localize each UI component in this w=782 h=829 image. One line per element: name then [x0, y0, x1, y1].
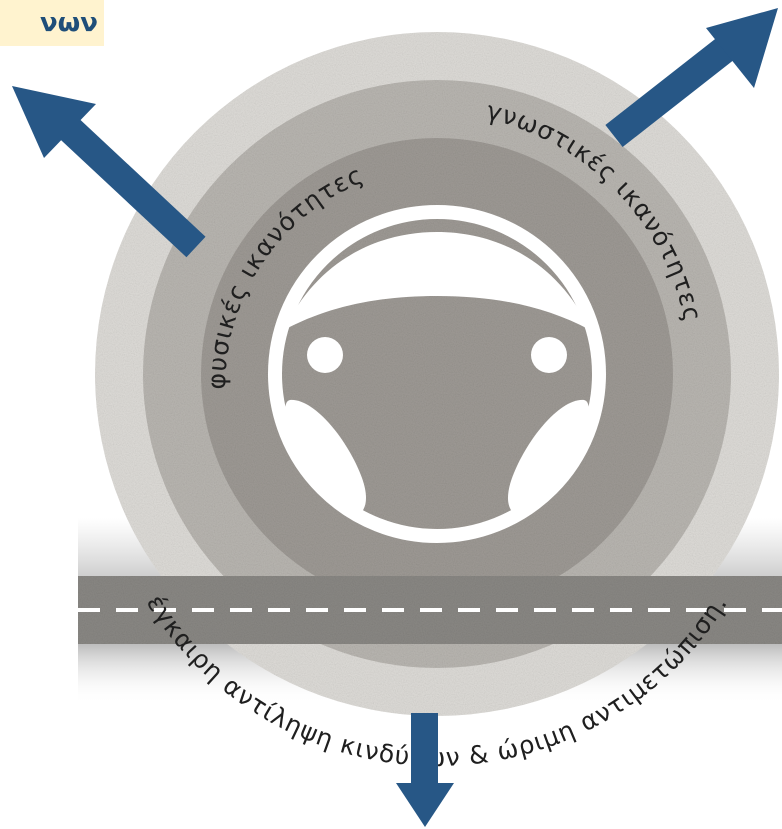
top-label: νων — [0, 0, 104, 46]
arrow-up-right-icon — [614, 8, 778, 136]
